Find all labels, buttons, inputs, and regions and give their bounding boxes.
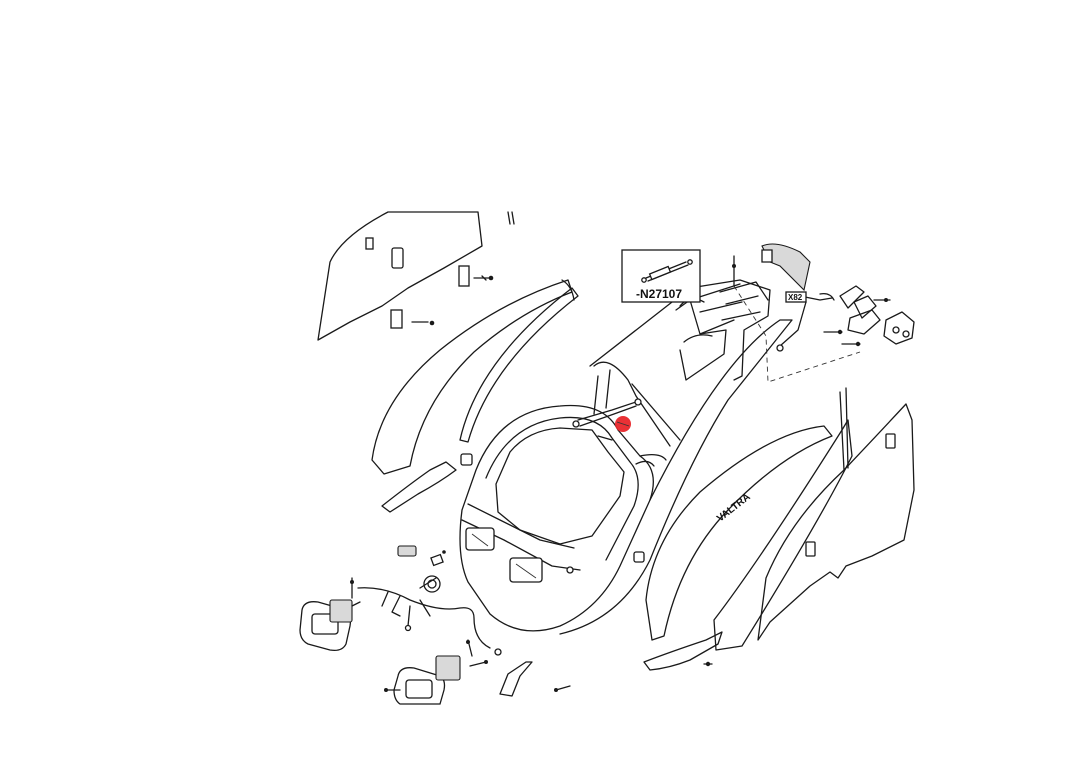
left-window-seal: [371, 279, 579, 475]
lower-left-trim: [381, 453, 473, 513]
main-fender: [459, 319, 793, 635]
lamp-wiring-assembly: [299, 545, 571, 705]
left-side-panel: [317, 211, 515, 341]
connector-label: X82: [788, 293, 803, 302]
hinge-assembly: X82: [733, 243, 915, 383]
right-window-seal: VALTRA: [643, 387, 853, 671]
part-inset: -N27107: [621, 249, 701, 303]
right-side-panel: [757, 403, 915, 641]
part-number-label: -N27107: [636, 287, 682, 301]
fender-brand-text: VALTRA: [715, 492, 753, 525]
